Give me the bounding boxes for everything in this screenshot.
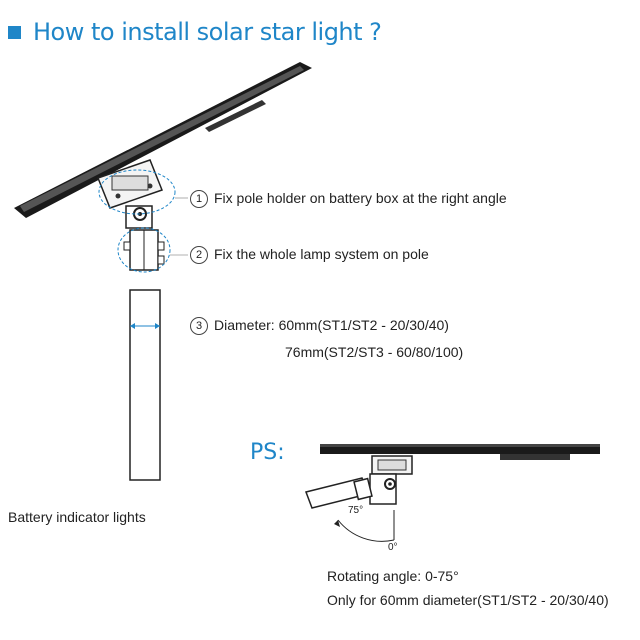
battery-indicator-caption: Battery indicator lights: [8, 509, 146, 525]
step-2: 2 Fix the whole lamp system on pole: [190, 246, 429, 265]
step-3-line-2: 76mm(ST2/ST3 - 60/80/100): [285, 344, 464, 360]
page-title: How to install solar star light ?: [33, 18, 382, 46]
step-1-text: Fix pole holder on battery box at the ri…: [214, 190, 507, 206]
step-3: 3 Diameter: 60mm(ST1/ST2 - 20/30/40): [190, 317, 449, 336]
step-2-text: Fix the whole lamp system on pole: [214, 246, 429, 262]
step-number-3: 3: [190, 317, 208, 336]
pole-holder: [97, 159, 176, 229]
step-3-text: Diameter: 60mm(ST1/ST2 - 20/30/40): [214, 317, 449, 333]
step-1: 1 Fix pole holder on battery box at the r…: [190, 190, 507, 209]
step-number-1: 1: [190, 190, 208, 209]
title-row: How to install solar star light ?: [8, 14, 382, 50]
pole-clamp: [117, 227, 171, 273]
rotating-angle-note: Rotating angle: 0-75°: [327, 568, 459, 584]
angle-label-0: 0°: [388, 542, 398, 553]
angle-label-75: 75°: [348, 505, 364, 516]
pole: [129, 289, 161, 481]
ps-lamp-illustration: [305, 444, 600, 542]
step-number-2: 2: [190, 246, 208, 265]
lamp-head: [14, 62, 312, 218]
ps-label: PS:: [250, 440, 285, 465]
diameter-note: Only for 60mm diameter(ST1/ST2 - 20/30/4…: [327, 592, 609, 608]
square-bullet-icon: [8, 25, 21, 39]
